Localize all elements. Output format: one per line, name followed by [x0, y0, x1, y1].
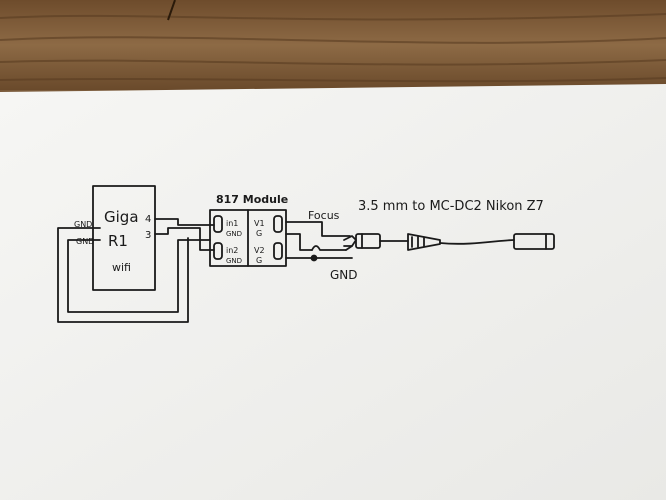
- paper-sheet: [0, 84, 666, 500]
- focus-wire: [285, 221, 351, 237]
- wood-grain: [0, 13, 666, 83]
- board-gnd-label-b: GND: [76, 237, 94, 246]
- pin3-wire: [154, 227, 215, 251]
- terminal-v2: [273, 242, 283, 260]
- module-gnd2-label: GND: [226, 257, 242, 265]
- board-pin-3: 3: [145, 230, 151, 241]
- module-gnd1-label: GND: [226, 230, 242, 238]
- mc-dc2-cable: [439, 239, 515, 245]
- terminal-in2: [213, 242, 223, 260]
- board-name-line1: Giga: [104, 208, 139, 226]
- gnd-label: GND: [330, 268, 358, 282]
- wire-crossover: [311, 245, 347, 251]
- terminal-v1: [273, 215, 283, 233]
- gnd-wire-outer: [57, 227, 189, 323]
- board-gnd-label-a: GND: [74, 220, 92, 229]
- board-name-line2: R1: [108, 232, 128, 250]
- module-v1-label: V1: [254, 219, 265, 228]
- board-name-line3: wifi: [112, 261, 131, 274]
- focus-label: Focus: [308, 209, 340, 222]
- pin4-wire: [154, 218, 215, 226]
- module-v2-label: V2: [254, 246, 265, 255]
- terminal-in1: [213, 215, 223, 233]
- shutter-wire-a: [285, 233, 313, 251]
- gnd-wire-inner: [67, 239, 211, 313]
- module-in1-label: in1: [226, 219, 238, 228]
- wood-table: [0, 0, 666, 90]
- mc-dc2-connector: [513, 233, 555, 250]
- gnd-junction: [310, 254, 318, 262]
- module-title: 817 Module: [216, 193, 288, 206]
- module-g2-label: G: [256, 256, 262, 265]
- wiring: [57, 185, 555, 323]
- labels: Giga R1 wifi 4 3 GND GND 817 Module in1 …: [74, 193, 544, 282]
- module-g1-label: G: [256, 229, 262, 238]
- pencil-tip: [167, 0, 176, 21]
- module-in2-label: in2: [226, 246, 238, 255]
- giga-board-outline: [92, 185, 156, 291]
- title-line: 3.5 mm to MC-DC2 Nikon Z7: [358, 199, 544, 214]
- board-pin-4: 4: [145, 214, 151, 225]
- cable-plug: [407, 233, 441, 251]
